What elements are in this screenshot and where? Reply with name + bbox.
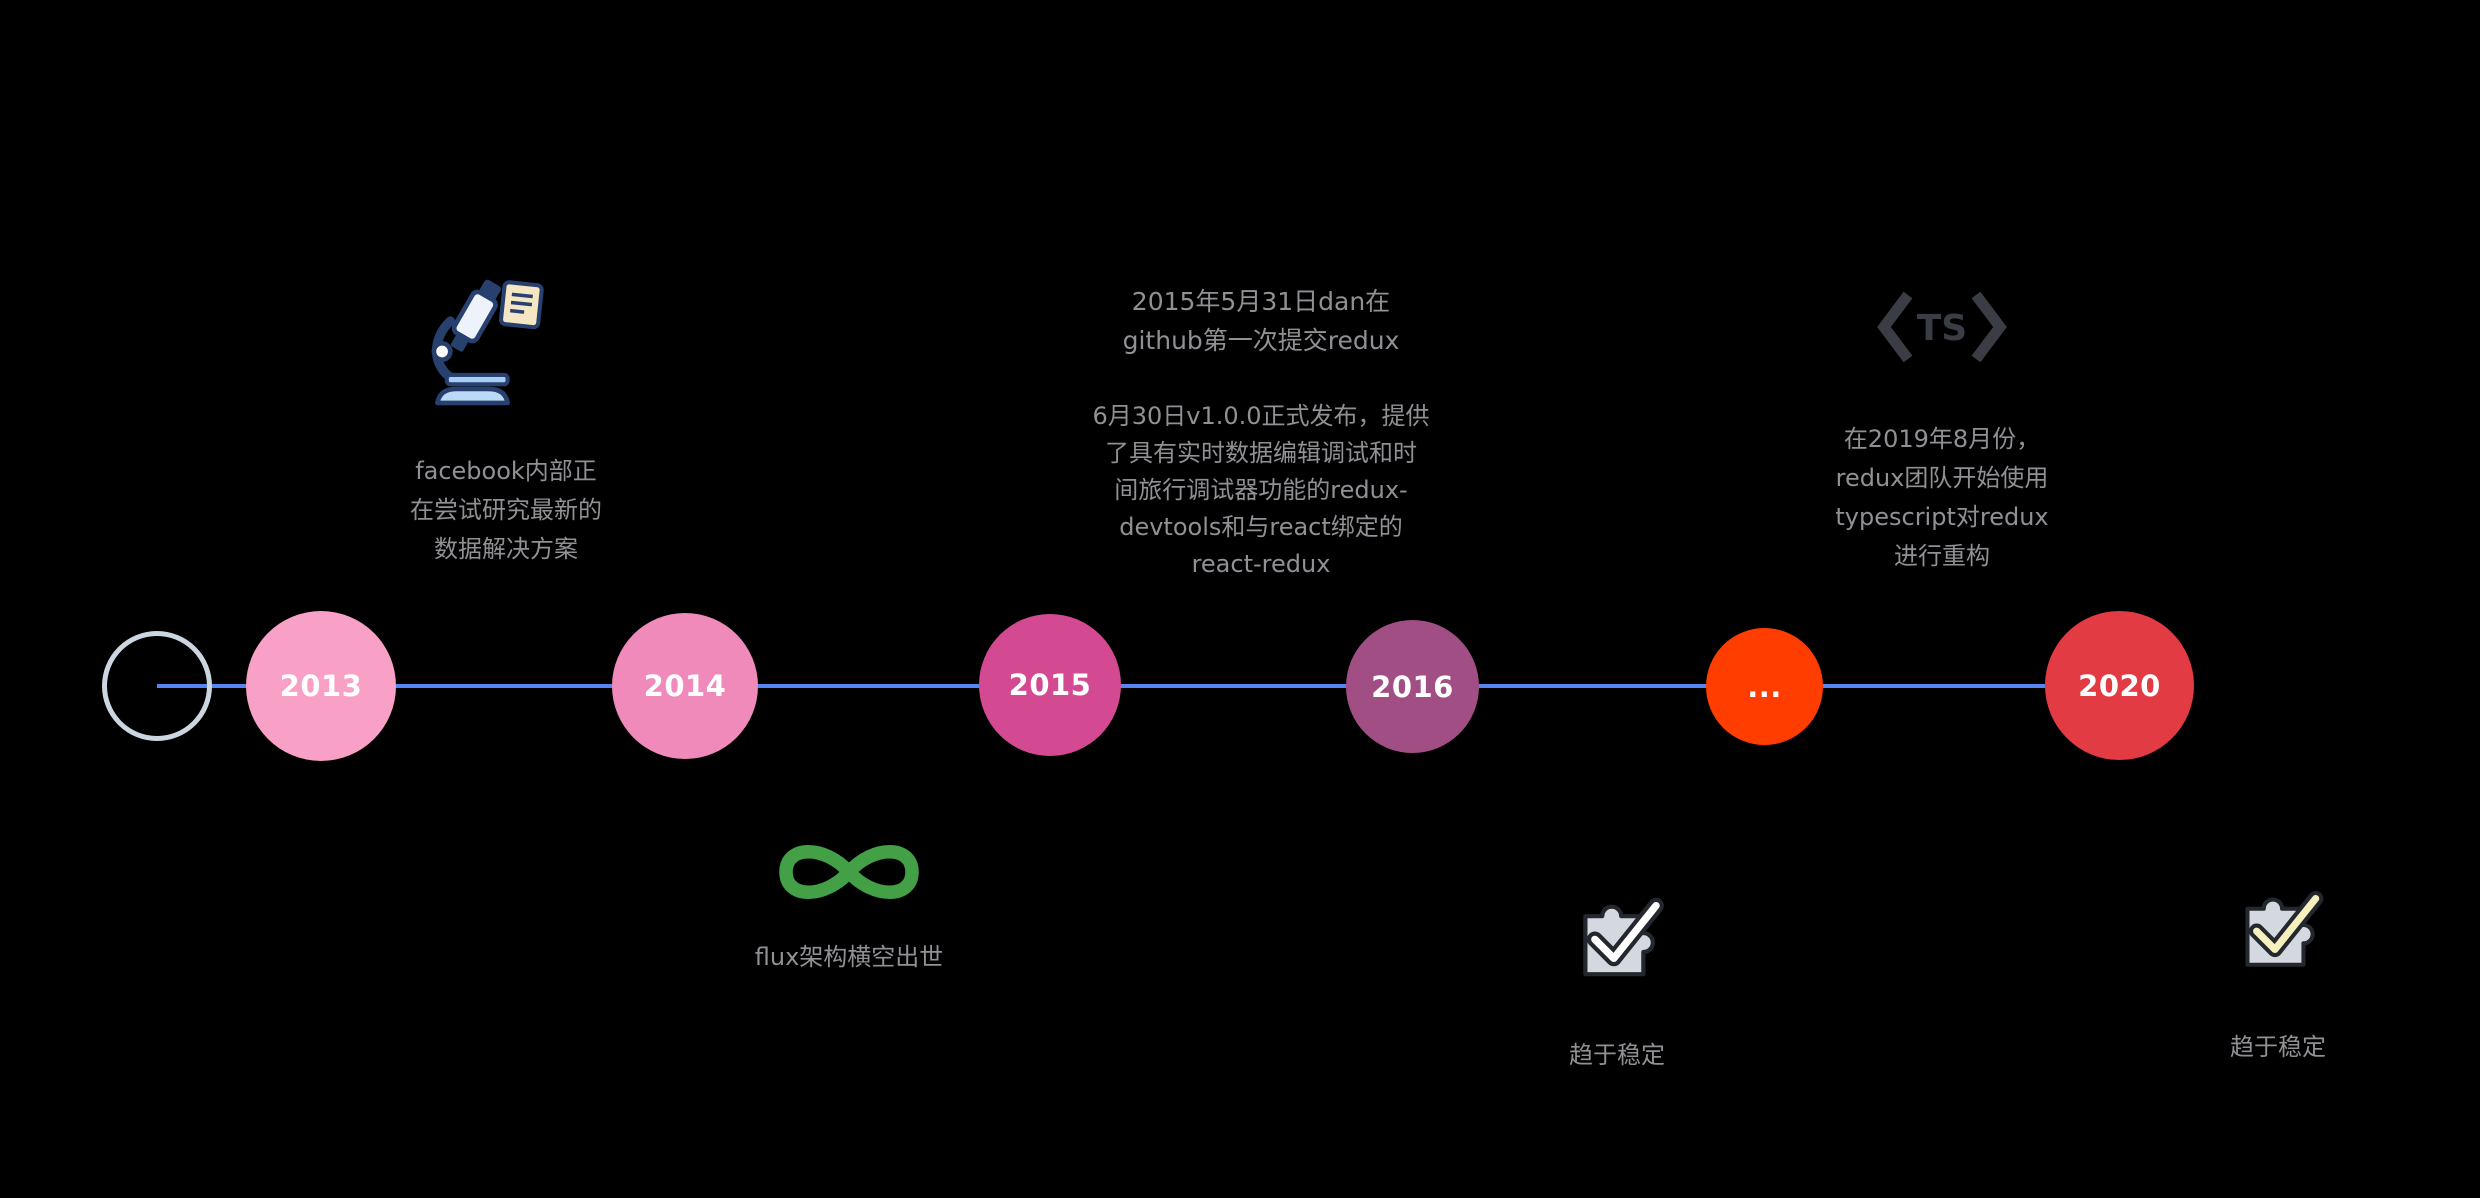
node-label: 2014 bbox=[643, 669, 727, 703]
note-stable-2: 趋于稳定 bbox=[2230, 1033, 2326, 1061]
infinity-icon bbox=[759, 827, 939, 917]
node-label: ... bbox=[1747, 669, 1782, 704]
node-label: 2015 bbox=[1008, 668, 1092, 702]
puzzle-check-icon bbox=[2222, 868, 2334, 980]
ts-logo-text: TS bbox=[1917, 308, 1967, 349]
note-typescript-rewrite: 在2019年8月份， redux团队开始使用 typescript对redux … bbox=[1835, 425, 2049, 570]
node-label: 2016 bbox=[1371, 669, 1454, 704]
note-redux-release: 6月30日v1.0.0正式发布，提供 了具有实时数据编辑调试和时 间旅行调试器功… bbox=[1092, 402, 1430, 578]
node-label: 2020 bbox=[2078, 668, 2161, 703]
puzzle-check-icon bbox=[1559, 874, 1675, 990]
note-facebook-research: facebook内部正 在尝试研究最新的 数据解决方案 bbox=[410, 457, 602, 563]
timeline-node-2020: 2020 bbox=[2045, 611, 2194, 760]
note-flux: flux架构横空出世 bbox=[754, 943, 944, 971]
node-label: 2013 bbox=[279, 669, 363, 703]
timeline-node-ellipsis: ... bbox=[1706, 628, 1823, 745]
timeline-node-2015: 2015 bbox=[979, 614, 1121, 756]
timeline-node-2016: 2016 bbox=[1346, 620, 1479, 753]
microscope-icon bbox=[400, 272, 552, 424]
note-redux-first-commit: 2015年5月31日dan在 github第一次提交redux bbox=[1122, 287, 1400, 355]
timeline-axis bbox=[157, 684, 2119, 688]
note-stable-1: 趋于稳定 bbox=[1569, 1041, 1665, 1069]
timeline-node-2013: 2013 bbox=[246, 611, 396, 761]
typescript-logo-icon: TS bbox=[1872, 287, 2012, 367]
timeline-node-2014: 2014 bbox=[612, 613, 758, 759]
timeline-node-start bbox=[102, 631, 212, 741]
